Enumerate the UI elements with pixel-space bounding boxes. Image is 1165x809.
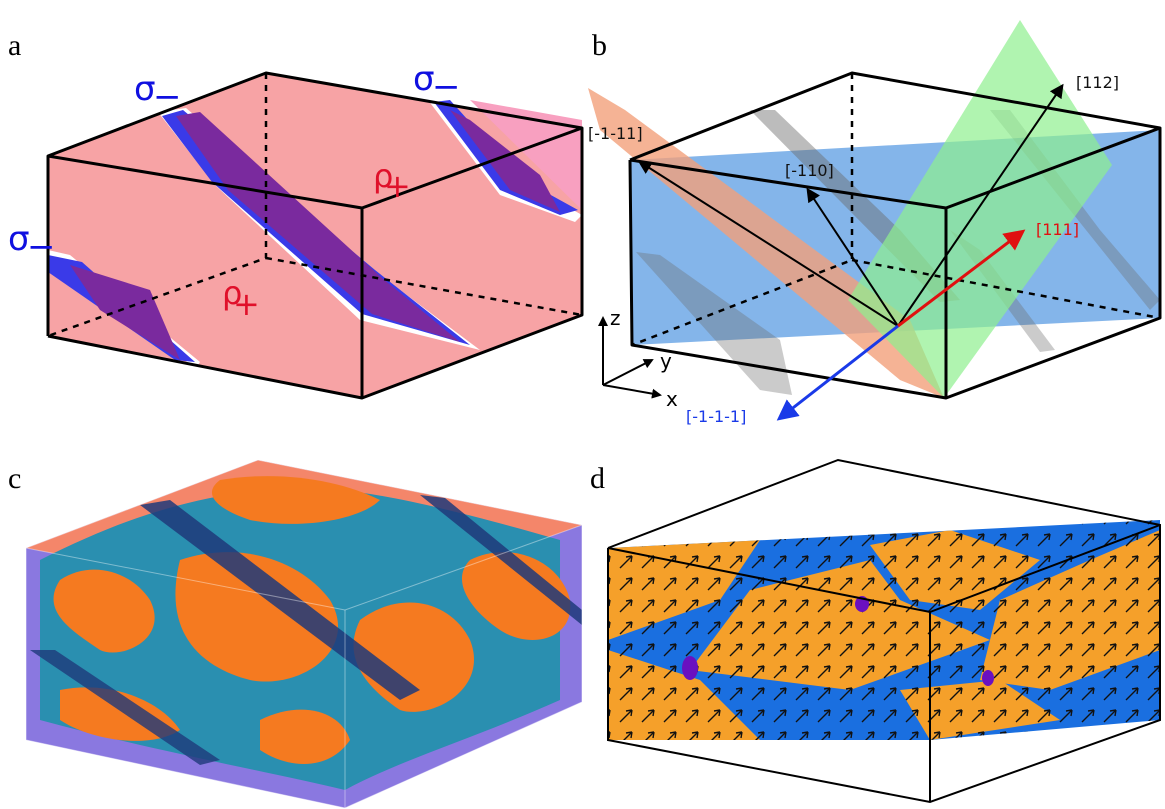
panel-a: a σ − σ − σ − ρ + ρ + xyxy=(8,29,584,400)
sigma-label-2: σ xyxy=(413,59,435,99)
sim-dark-slab-1 xyxy=(140,500,420,700)
axis-y xyxy=(602,359,654,386)
sim-dark-slab-3 xyxy=(30,650,220,765)
vector-m1m11 xyxy=(637,160,899,327)
sigma-sub-2: − xyxy=(432,67,461,107)
axis-label-x: x xyxy=(666,387,678,411)
vector-label-111: [111] xyxy=(1036,220,1079,239)
rho-label-2: ρ xyxy=(222,274,242,312)
vector-label-m1m11: [-1-11] xyxy=(588,124,643,143)
grey-slab-2 xyxy=(636,252,792,395)
rho-sub-2: + xyxy=(233,285,260,323)
vector-m110 xyxy=(806,187,899,327)
sim-box-right-top xyxy=(344,524,583,611)
vector-m1m1m1 xyxy=(776,324,899,421)
sigma-label-3: σ xyxy=(8,219,30,259)
panel-label-b: b xyxy=(592,29,607,62)
sim-box-front-top xyxy=(25,547,346,611)
vector-label-112: [112] xyxy=(1076,73,1119,92)
panel-label-d: d xyxy=(590,462,605,495)
vector-label-m1m1m1: [-1-1-1] xyxy=(686,407,746,426)
vector-label-m110: [-110] xyxy=(785,161,834,180)
sim-orange-blob-2 xyxy=(175,552,339,682)
panel-b: b [-1-11] [-110] [112] [111] [-1-1-1] z xyxy=(588,20,1162,426)
pink-corner xyxy=(470,100,582,210)
axis-label-y: y xyxy=(660,349,672,373)
sim-orange-blob-1 xyxy=(53,569,155,653)
hidden-edge-2 xyxy=(265,256,583,317)
sim-box-edge xyxy=(25,459,583,809)
sim-dark-slab-2 xyxy=(420,495,582,625)
sigma-label-1: σ xyxy=(134,69,156,109)
panel-d: d xyxy=(590,458,1161,804)
sim-orange-blob-5 xyxy=(211,476,380,524)
field-arrows xyxy=(608,520,1160,740)
axis-label-z: z xyxy=(610,306,621,330)
sigma-sub-3: − xyxy=(27,227,56,267)
vector-112 xyxy=(897,83,1064,327)
box-b-hidden-1 xyxy=(631,73,854,347)
sim-orange-blob-7 xyxy=(260,709,350,764)
field-defect-3 xyxy=(982,670,994,686)
domain-sigma-1 xyxy=(176,112,460,342)
field-defect-1 xyxy=(682,656,698,680)
box-b-hidden-2 xyxy=(851,258,1161,320)
rho-sub-1: + xyxy=(384,167,411,205)
sim-orange-blob-4 xyxy=(461,552,571,640)
sigma-sub-1: − xyxy=(153,77,182,117)
domain-sigma-2 xyxy=(70,265,180,360)
rho-label-1: ρ xyxy=(373,157,393,195)
panel-label-a: a xyxy=(8,29,21,62)
domain-sigma-3 xyxy=(450,110,560,212)
vector-111 xyxy=(897,229,1026,328)
panel-c: c xyxy=(8,459,583,809)
axis-x xyxy=(602,384,662,399)
panel-label-c: c xyxy=(8,462,21,495)
field-box-outline xyxy=(607,458,1161,804)
